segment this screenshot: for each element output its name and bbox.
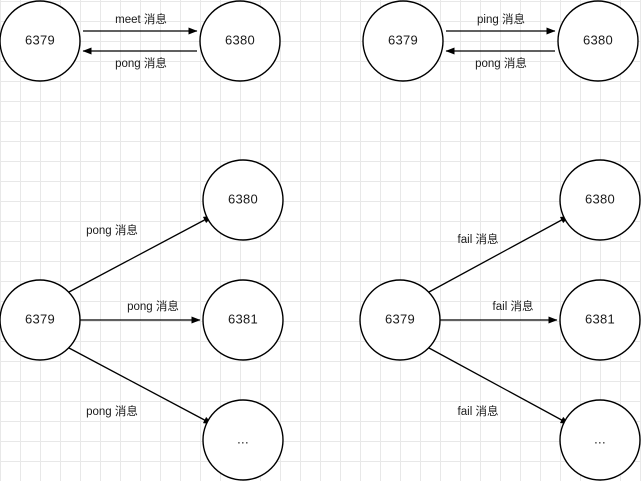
group-bottom-right: fail 消息 fail 消息 fail 消息 6379 6380 6381 .… bbox=[359, 159, 641, 481]
node-label: 6381 bbox=[228, 311, 258, 326]
edge-label-pong-message-upper: pong 消息 bbox=[86, 223, 138, 237]
node-6379-bottom-right[interactable] bbox=[359, 279, 441, 361]
node-6380-bottom-left[interactable] bbox=[202, 159, 284, 241]
node-label: 6379 bbox=[388, 32, 418, 47]
node-ellipsis-bottom-left[interactable] bbox=[202, 399, 284, 481]
node-label: 6381 bbox=[585, 311, 615, 326]
edge-label-pong-message-lower: pong 消息 bbox=[86, 404, 138, 418]
group-top-left: 6379 6380 meet 消息 pong 消息 bbox=[0, 0, 281, 82]
edge-label-ping-message: ping 消息 bbox=[477, 12, 525, 26]
edge-label-fail-message-upper: fail 消息 bbox=[458, 232, 499, 246]
edge-label-fail-message-lower: fail 消息 bbox=[458, 404, 499, 418]
node-label: 6380 bbox=[583, 32, 613, 47]
node-label: ... bbox=[594, 431, 606, 446]
node-6379-top-left[interactable] bbox=[0, 0, 81, 82]
node-label: 6380 bbox=[225, 32, 255, 47]
edge-pong-message-arrow-upper[interactable] bbox=[68, 215, 213, 293]
node-label: 6379 bbox=[25, 32, 55, 47]
node-label: 6380 bbox=[585, 191, 615, 206]
node-label: ... bbox=[237, 431, 249, 446]
group-top-right: 6379 6380 ping 消息 pong 消息 bbox=[362, 0, 639, 82]
edge-pong-message-arrow-lower[interactable] bbox=[68, 347, 213, 425]
node-6381-bottom-right[interactable] bbox=[559, 279, 641, 361]
edge-label-pong-message: pong 消息 bbox=[475, 56, 527, 70]
node-label: 6380 bbox=[228, 191, 258, 206]
node-6379-top-right[interactable] bbox=[362, 0, 444, 82]
node-label: 6379 bbox=[25, 311, 55, 326]
node-ellipsis-bottom-right[interactable] bbox=[559, 399, 641, 481]
node-6381-bottom-left[interactable] bbox=[202, 279, 284, 361]
edge-fail-message-arrow-upper[interactable] bbox=[428, 215, 570, 293]
edge-label-pong-message-middle: pong 消息 bbox=[127, 299, 179, 313]
edge-fail-message-arrow-lower[interactable] bbox=[428, 347, 570, 425]
node-label: 6379 bbox=[385, 311, 415, 326]
node-6380-bottom-right[interactable] bbox=[559, 159, 641, 241]
node-6380-top-right[interactable] bbox=[557, 0, 639, 82]
node-6379-bottom-left[interactable] bbox=[0, 279, 81, 361]
node-6380-top-left[interactable] bbox=[199, 0, 281, 82]
edge-label-pong-message: pong 消息 bbox=[115, 56, 167, 70]
edge-label-meet-message: meet 消息 bbox=[115, 12, 167, 26]
edge-label-fail-message-middle: fail 消息 bbox=[493, 299, 534, 313]
group-bottom-left: pong 消息 pong 消息 pong 消息 6379 6380 6381 .… bbox=[0, 159, 284, 481]
